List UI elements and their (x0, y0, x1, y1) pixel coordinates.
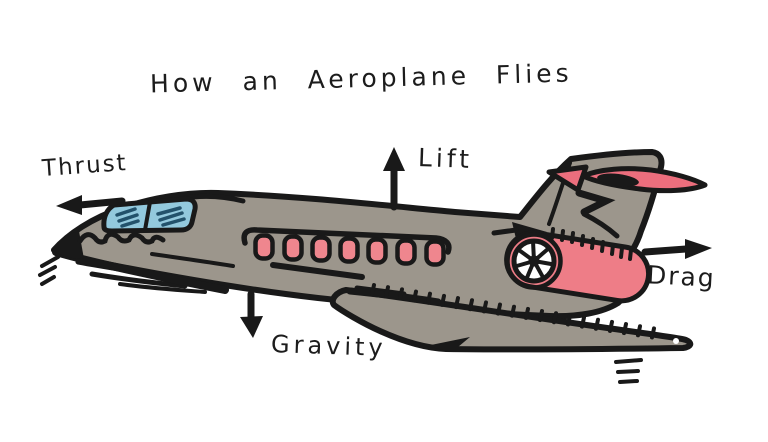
wing (329, 283, 694, 353)
passenger-window (338, 236, 360, 264)
stabilizer-slot (597, 173, 639, 187)
tail-fin (546, 161, 708, 239)
engine (491, 222, 652, 304)
engine-fan (505, 232, 563, 290)
windshield-hatching (115, 206, 186, 228)
stabilizer-far-wedge (546, 164, 589, 193)
speed-lines-nose (38, 255, 60, 286)
gravity-arrow-icon (240, 290, 263, 338)
lift-label: Lift (417, 143, 474, 174)
nose-scallop-line (77, 231, 166, 245)
thrust-arrow-icon (56, 195, 126, 215)
drag-label: Drag (646, 260, 717, 293)
lift-arrow-icon (383, 147, 405, 211)
wing-flap-notch (426, 337, 470, 352)
window-band-line (241, 227, 452, 255)
gravity-label: Gravity (270, 329, 388, 363)
cockpit-window (101, 196, 198, 234)
wing-tip-dot (673, 338, 679, 344)
passenger-window (395, 238, 417, 266)
drag-arrow-icon (641, 239, 712, 259)
passenger-window (282, 234, 304, 262)
passenger-window (366, 237, 388, 265)
speed-lines-wing (614, 358, 643, 384)
passenger-window (424, 239, 446, 267)
passenger-window (310, 235, 332, 263)
tail-chevron-marks (575, 189, 620, 239)
passenger-windows (241, 227, 452, 267)
nose-tip (53, 231, 84, 259)
wing-rivet-ticks (370, 283, 656, 340)
passenger-window (253, 233, 275, 261)
engine-ticks (550, 227, 633, 261)
